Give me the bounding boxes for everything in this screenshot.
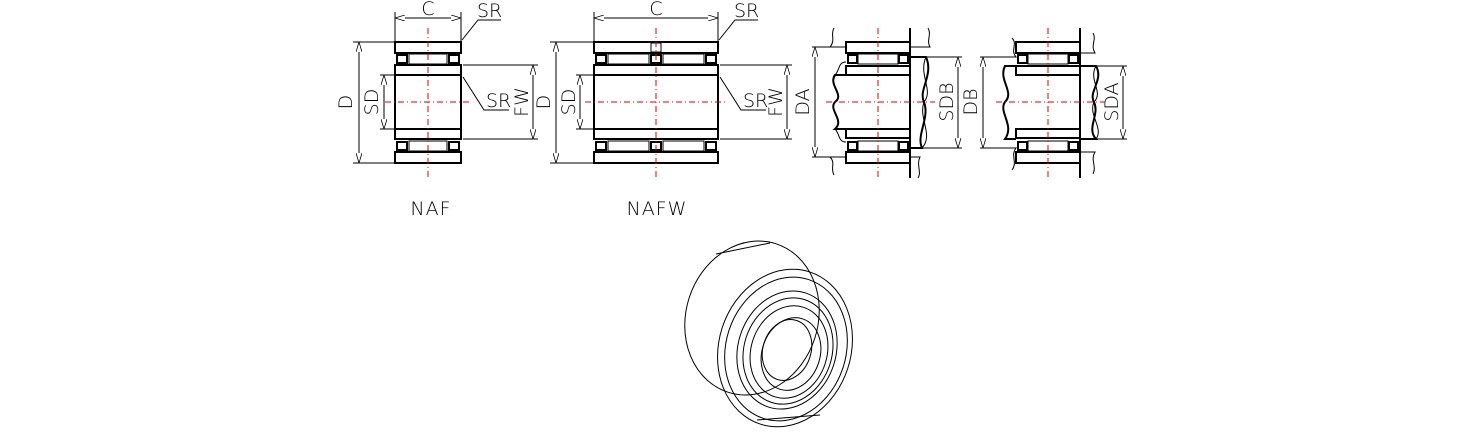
naf-sr-top: SR xyxy=(477,0,502,22)
nafw-caption: NAFW xyxy=(627,198,688,220)
naf-dim-fw: FW xyxy=(511,87,533,117)
naf-dim-c: C xyxy=(421,0,434,20)
nafw-dim-fw: FW xyxy=(765,87,787,117)
nafw-section-view: C SR D SD FW SR NAFW xyxy=(533,0,792,220)
bearing-3d-view xyxy=(684,240,853,428)
naf-dim-d: D xyxy=(335,95,357,110)
nafw-dim-sd: SD xyxy=(558,89,580,116)
dim-sda: SDA xyxy=(1101,82,1123,121)
naf-caption: NAF xyxy=(410,198,451,220)
dim-sdb: SDB xyxy=(936,82,958,121)
naf-dim-sd: SD xyxy=(361,89,383,116)
mounting-view-a: DA SDB xyxy=(792,27,962,179)
dim-db: DB xyxy=(960,88,982,115)
nafw-dim-c: C xyxy=(649,0,662,20)
mounting-view-b: DB SDA xyxy=(960,28,1127,178)
nafw-sr-top: SR xyxy=(734,0,759,22)
dim-da: DA xyxy=(792,88,814,115)
naf-sr-inner: SR xyxy=(486,90,511,112)
nafw-sr-inner: SR xyxy=(743,90,768,112)
naf-section-view: C SR D SD FW SR NAF xyxy=(335,0,538,220)
nafw-dim-d: D xyxy=(533,95,555,110)
